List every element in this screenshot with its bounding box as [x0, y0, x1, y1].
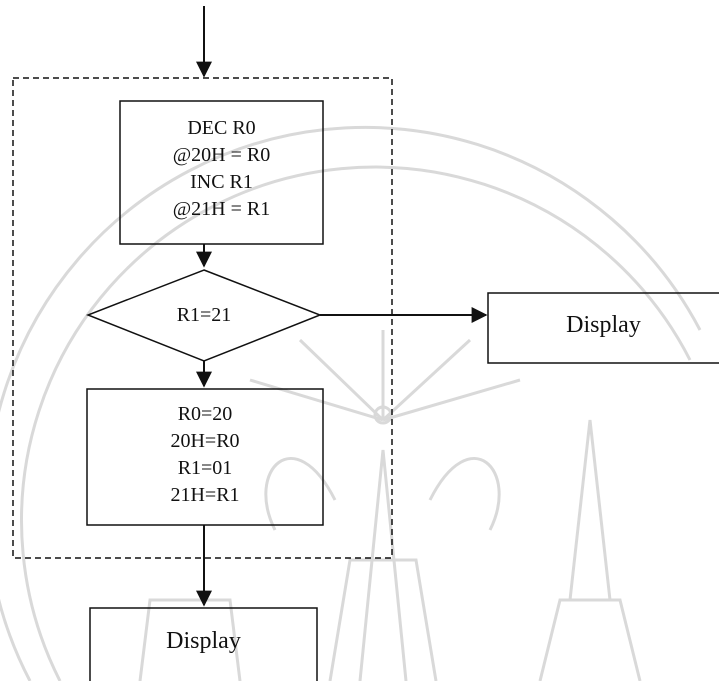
- process-block-1-text: DEC R0 @20H = R0 INC R1 @21H = R1: [120, 115, 323, 223]
- decision-label: R1=21: [144, 302, 264, 329]
- process-1-line: @20H = R0: [120, 142, 323, 169]
- display-bottom-label: Display: [90, 626, 317, 656]
- display-right-label: Display: [488, 310, 719, 340]
- process-2-line: 20H=R0: [87, 428, 323, 455]
- process-block-2-text: R0=20 20H=R0 R1=01 21H=R1: [87, 401, 323, 509]
- process-2-line: R1=01: [87, 455, 323, 482]
- process-1-line: DEC R0: [120, 115, 323, 142]
- process-2-line: 21H=R1: [87, 482, 323, 509]
- process-1-line: INC R1: [120, 169, 323, 196]
- process-1-line: @21H = R1: [120, 196, 323, 223]
- process-2-line: R0=20: [87, 401, 323, 428]
